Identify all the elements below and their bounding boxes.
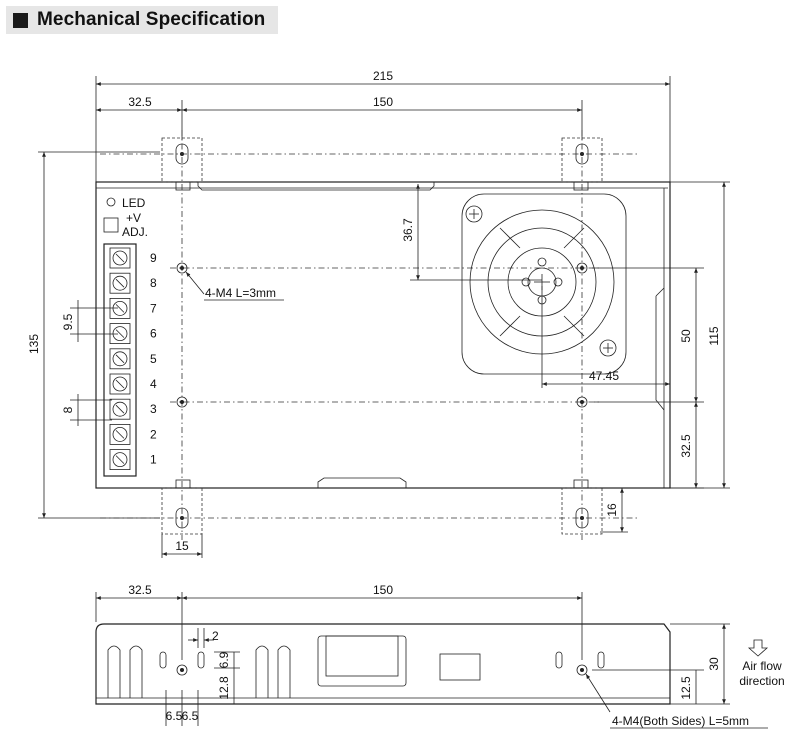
terminal-number: 3 bbox=[150, 402, 157, 416]
dim-overall-width: 215 bbox=[373, 69, 393, 83]
adj-pot-icon bbox=[103, 217, 119, 233]
fan-guard bbox=[461, 193, 627, 375]
dim-overall-height: 135 bbox=[27, 334, 41, 354]
dim-tab-height: 16 bbox=[605, 503, 619, 517]
terminal-screw-icon bbox=[112, 376, 128, 392]
terminal-cell bbox=[109, 348, 131, 370]
dim-fan-spacing: 50 bbox=[679, 329, 693, 343]
dim-hole-spacing: 150 bbox=[373, 95, 393, 109]
side-dim-hole-height: 12.5 bbox=[679, 676, 693, 700]
terminal-screw-slot bbox=[115, 404, 125, 414]
side-dim-slot-w2: 6.5 bbox=[182, 709, 199, 723]
section-header: Mechanical Specification bbox=[6, 6, 278, 34]
terminal-cell bbox=[109, 373, 131, 395]
terminal-cell bbox=[109, 247, 131, 269]
led-icon bbox=[106, 197, 116, 207]
terminal-screw-slot bbox=[115, 329, 125, 338]
section-title: Mechanical Specification bbox=[37, 9, 266, 30]
terminal-screw-slot bbox=[115, 253, 125, 263]
terminal-cell bbox=[109, 272, 131, 294]
dim-tab-width: 15 bbox=[175, 539, 189, 553]
dim-left-offset: 32.5 bbox=[128, 95, 152, 109]
side-label-window bbox=[439, 653, 481, 681]
header-square-icon bbox=[13, 12, 28, 28]
terminal-screw-slot bbox=[115, 455, 125, 464]
terminal-screw-icon bbox=[112, 452, 128, 468]
terminal-number: 6 bbox=[150, 327, 157, 341]
dim-bottom-hole-v: 32.5 bbox=[679, 434, 693, 458]
airflow-label-1: Air flow bbox=[742, 659, 782, 673]
side-view: 32.5 150 2 6.9 12.8 6.5 6.5 bbox=[95, 583, 785, 729]
side-dim-hole-h: 12.8 bbox=[217, 676, 231, 700]
terminal-screw-slot bbox=[115, 379, 125, 389]
terminal-screw-slot bbox=[115, 278, 125, 288]
terminal-number: 1 bbox=[150, 453, 157, 467]
side-body-outline bbox=[95, 623, 671, 705]
terminal-block bbox=[103, 243, 137, 477]
side-dim-height: 30 bbox=[707, 657, 721, 671]
terminal-screws: 9 8 7 6 5 4 3 2 1 bbox=[109, 247, 157, 471]
terminal-screw-slot bbox=[115, 430, 125, 439]
fan-screw-icon bbox=[465, 205, 617, 357]
adj-label-2: ADJ. bbox=[122, 225, 148, 239]
mount-tab-tr bbox=[561, 137, 603, 183]
psu-body-outline bbox=[95, 181, 671, 489]
side-dim-slot-w1: 6.5 bbox=[166, 709, 183, 723]
terminal-screw-icon bbox=[112, 250, 128, 266]
mount-tab-tl bbox=[161, 137, 203, 183]
terminal-number: 8 bbox=[150, 276, 157, 290]
terminal-number: 4 bbox=[150, 377, 157, 391]
terminal-screw-icon bbox=[112, 401, 128, 417]
side-dim-hole-spacing: 150 bbox=[373, 583, 393, 597]
terminal-number: 2 bbox=[150, 427, 157, 441]
terminal-screw-slot bbox=[115, 354, 125, 364]
top-mount-note: 4-M4 L=3mm bbox=[205, 286, 276, 300]
dim-terminal-gap: 8 bbox=[61, 406, 75, 413]
terminal-screw-icon bbox=[112, 351, 128, 367]
dim-terminal-pitch: 9.5 bbox=[61, 313, 75, 330]
terminal-screw-slot bbox=[115, 304, 125, 313]
dim-body-height: 115 bbox=[707, 326, 721, 345]
airflow-arrow-icon bbox=[747, 639, 769, 657]
side-dim-slot-gap: 2 bbox=[212, 629, 219, 643]
terminal-cell bbox=[109, 423, 131, 445]
side-mount-note: 4-M4(Both Sides) L=5mm bbox=[612, 714, 749, 728]
terminal-number: 5 bbox=[150, 352, 157, 366]
terminal-screw-icon bbox=[112, 275, 128, 291]
terminal-screw-icon bbox=[112, 426, 128, 442]
terminal-cell bbox=[109, 398, 131, 420]
terminal-number: 7 bbox=[150, 301, 157, 315]
adj-label-1: +V bbox=[126, 211, 141, 225]
terminal-number: 9 bbox=[150, 251, 157, 265]
led-label: LED bbox=[122, 196, 146, 210]
side-dim-left-offset: 32.5 bbox=[128, 583, 152, 597]
side-dim-slot-h: 6.9 bbox=[217, 651, 231, 668]
top-view: 215 32.5 150 135 bbox=[27, 69, 730, 558]
dim-fan-offset-v: 36.7 bbox=[401, 218, 415, 242]
airflow-label-2: direction bbox=[739, 674, 784, 688]
terminal-cell bbox=[109, 449, 131, 471]
dim-fan-offset-h: 47.45 bbox=[589, 369, 619, 383]
